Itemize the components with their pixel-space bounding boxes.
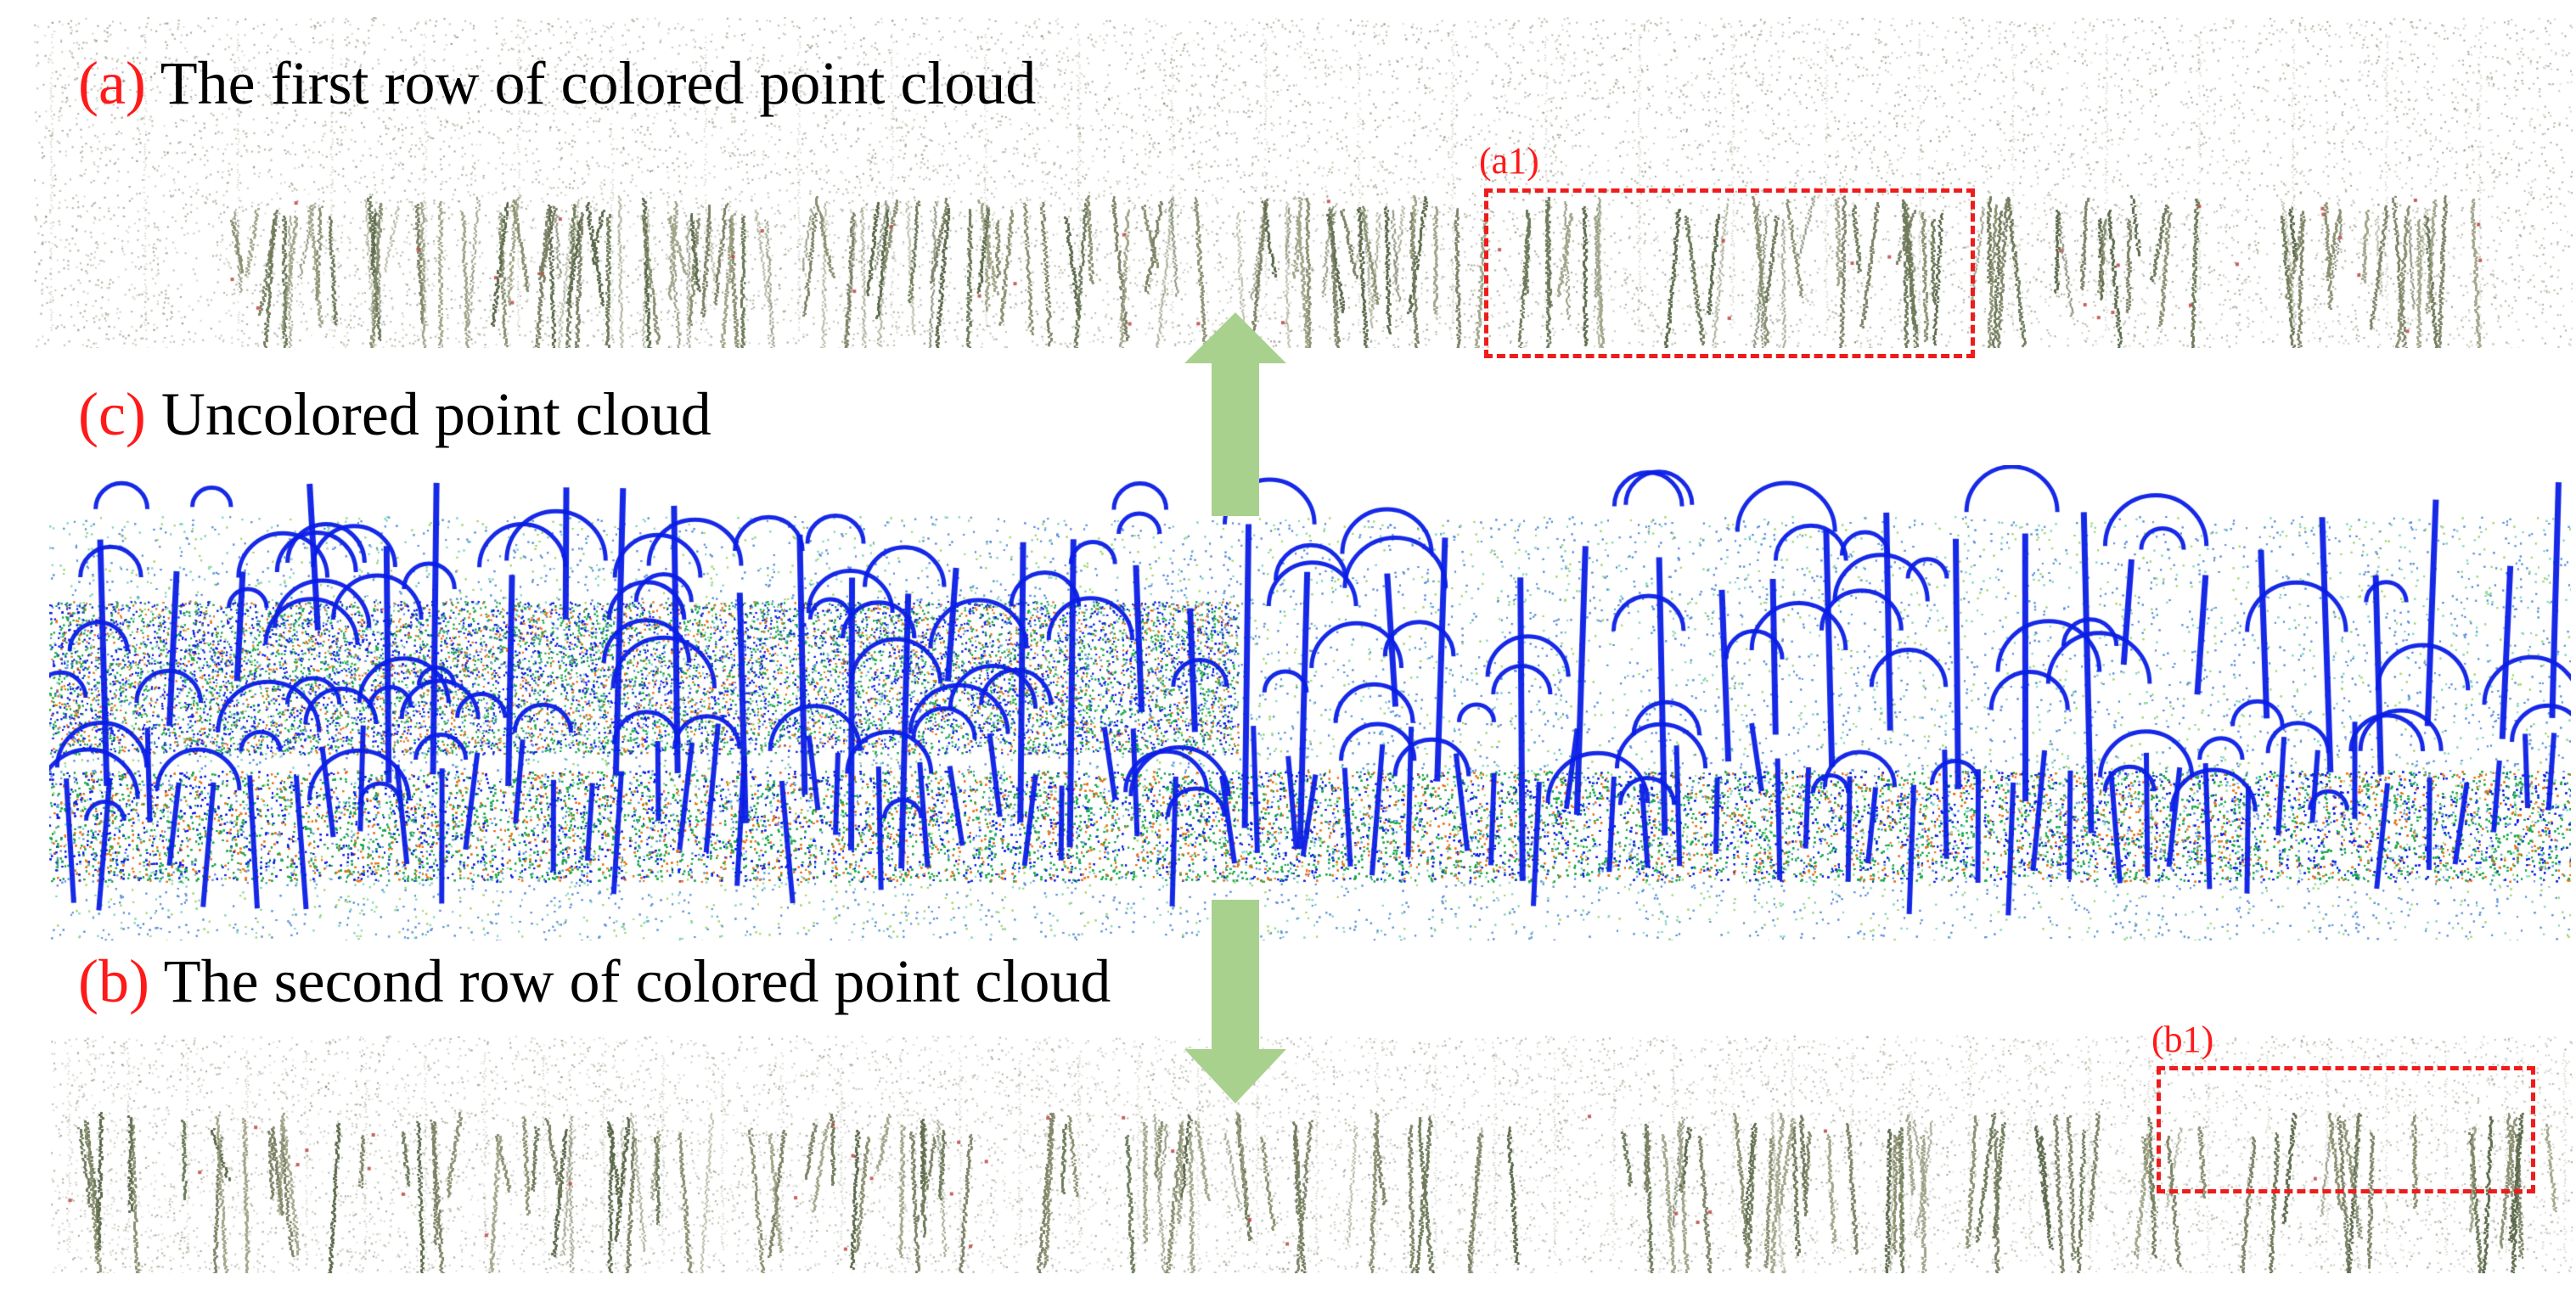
uncolored-point-cloud [49,465,2571,940]
roi-a1-label: (a1) [1479,140,1539,182]
panel-a-caption: The first row of colored point cloud [160,49,1037,117]
panel-b-letter: (b) [78,947,149,1015]
down-arrow [1184,900,1286,1103]
panel-b-caption: The second row of colored point cloud [163,947,1111,1015]
panel-b-label: (b) The second row of colored point clou… [78,951,1111,1012]
panel-c-letter: (c) [78,380,146,448]
panel-c-caption: Uncolored point cloud [160,380,711,448]
roi-a1-box [1484,188,1975,358]
colored-point-cloud-row2 [51,1019,2573,1273]
roi-b1-label: (b1) [2151,1019,2214,1060]
roi-b1-box [2157,1066,2535,1193]
panel-a-letter: (a) [78,49,146,117]
up-arrow [1184,312,1286,516]
colored-point-cloud-row1 [34,17,2573,348]
panel-c-label: (c) Uncolored point cloud [78,384,711,445]
panel-a-label: (a) The first row of colored point cloud [78,53,1036,114]
